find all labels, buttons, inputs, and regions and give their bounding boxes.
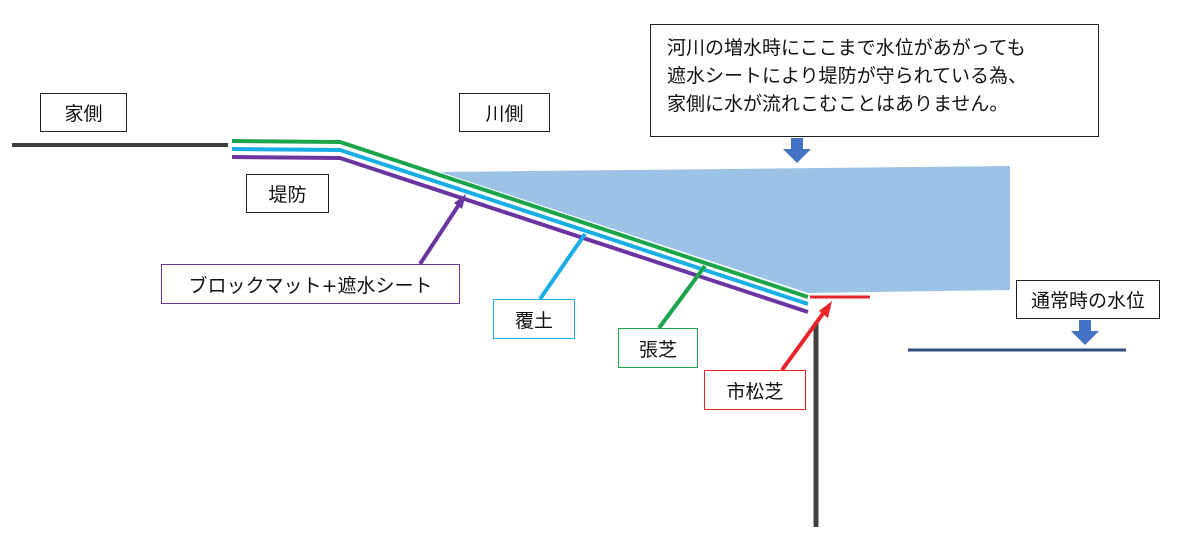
block-mat-leader-arrowhead: [454, 194, 466, 209]
soil-leader: [538, 232, 587, 301]
checkered-sod-label: 市松芝: [704, 370, 806, 410]
soil-line: [231, 147, 809, 306]
checkered-sod-leader-arrowhead: [819, 301, 832, 318]
mat-line: [231, 155, 809, 314]
flood-level-down-arrow-icon: [783, 138, 811, 163]
note-line-1: 河川の増水時にここまで水位があがっても: [667, 37, 1026, 59]
checkered-sod-leader: [780, 306, 829, 372]
normal-level-down-arrow-icon: [1071, 320, 1099, 345]
normal-water-level-label: 通常時の水位: [1016, 280, 1160, 319]
flood-explanation-note: 河川の増水時にここまで水位があがっても 遮水シートにより堤防が守られている為、 …: [650, 24, 1099, 137]
river-side-label: 川側: [459, 93, 550, 132]
sod-label: 張芝: [618, 328, 698, 368]
house-side-label: 家側: [40, 93, 127, 132]
block-mat-leader: [418, 198, 464, 266]
note-line-2: 遮水シートにより堤防が守られている為、: [667, 65, 1028, 87]
note-line-3: 家側に水が流れこむことはありません。: [667, 93, 1009, 115]
flood-water-area: [440, 166, 1010, 293]
embankment-label: 堤防: [246, 174, 329, 213]
sod-leader: [657, 264, 707, 330]
covering-soil-label: 覆土: [493, 299, 575, 339]
block-mat-label: ブロックマット+遮水シート: [161, 264, 460, 304]
sod-line: [231, 139, 809, 299]
